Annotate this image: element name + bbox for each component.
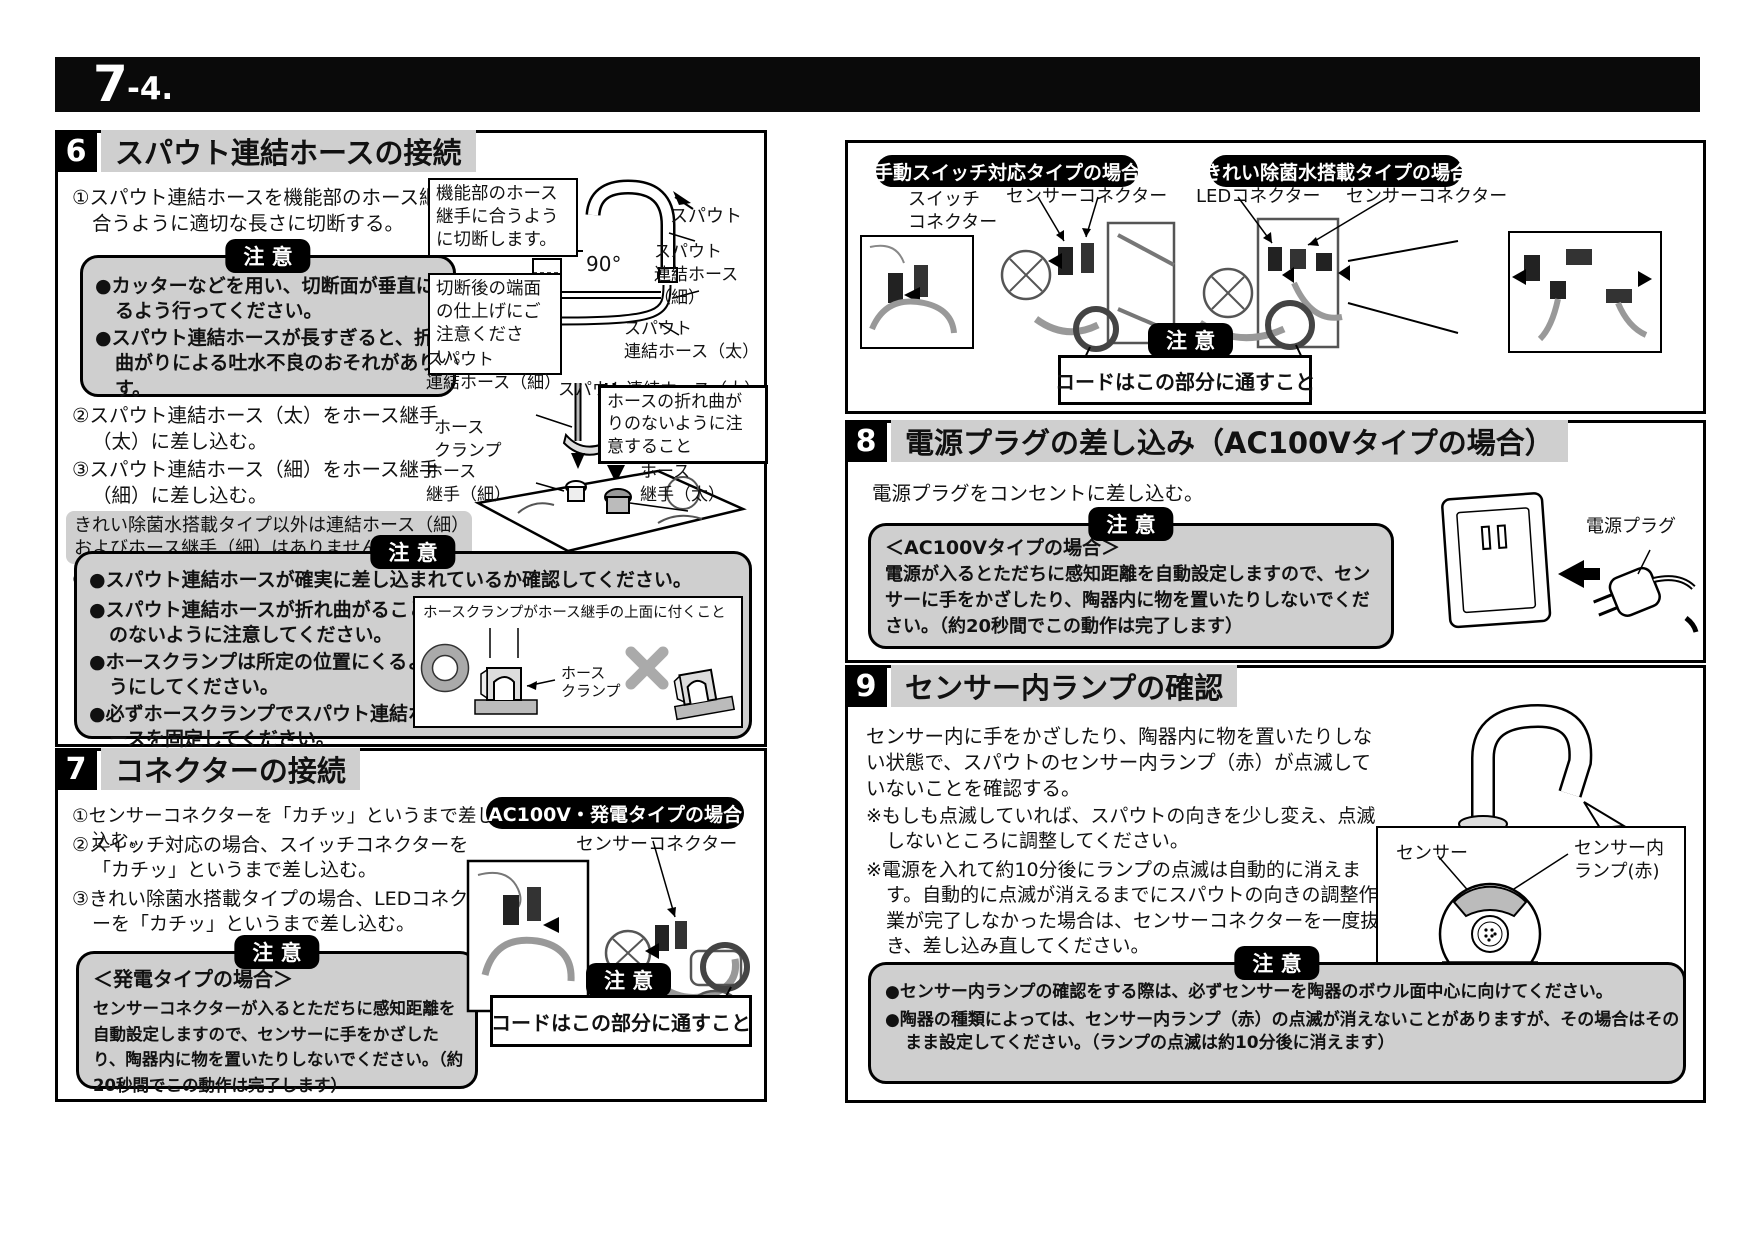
section-9-number: 9 (845, 665, 887, 707)
label-sensor-connector: センサーコネクター (576, 834, 738, 855)
cord-route-note: コードはこの部分に通すこと (490, 995, 752, 1047)
caution-item: ●ホースクランプは所定の位置にくるようにしてください。 (89, 651, 427, 699)
sec8-caution: 注 意 ＜AC100Vタイプの場合＞ 電源が入るとただちに感知距離を自動設定しま… (868, 507, 1394, 649)
clamp-inset-label: ホース クランプ (561, 664, 621, 700)
hose-kink-note: ホースの折れ曲がりのないように注意すること (598, 385, 768, 465)
sec6-step2: ②スパウト連結ホース（太）をホース継手（太）に差し込む。 (72, 404, 439, 454)
caution-pill: 注 意 (234, 935, 320, 969)
page-header-bar: 7 -4. (55, 55, 1700, 113)
sec7-step1: ①センサーコネクターを「カチッ」というまで差し込む。 (72, 806, 495, 852)
label-sensor: センサー (1396, 843, 1468, 864)
sec8-caution-head: ＜AC100Vタイプの場合＞ (885, 537, 1121, 559)
label-hose-thin-mid: スパウト 連結ホース（細） (426, 350, 562, 393)
clamp-position-inset: ホースクランプがホース継手の上面に付くこと (413, 596, 743, 728)
caution-item: ●センサー内ランプの確認をする際は、必ずセンサーを陶器のボウル面中心に向けてくだ… (885, 982, 1613, 1002)
connector-diagram-sec7 (466, 840, 750, 1022)
section-6-number: 6 (55, 130, 97, 172)
kirei-josui-type-pill: きれい除菌水搭載タイプの場合 (1203, 155, 1469, 187)
sec9-caution: 注 意 ●センサー内ランプの確認をする際は、必ずセンサーを陶器のボウル面中心に向… (868, 946, 1686, 1084)
sec6-caution-2: 注 意 ●スパウト連結ホースが確実に差し込まれているか確認してください。 ●スパ… (74, 535, 752, 750)
section-9-title: センサー内ランプの確認 (891, 665, 1238, 707)
callout-cut-to-fit: 機能部のホース継手に合うように切断します。 (428, 178, 578, 258)
clamp-ok-ng-diagram (420, 628, 736, 721)
label-led-connector: LEDコネクター (1196, 186, 1321, 207)
label-power-plug: 電源プラグ (1586, 516, 1676, 537)
label-fitting-thick: ホース 継手（太） (640, 462, 725, 505)
sec7-caution: 注 意 ＜発電タイプの場合＞ センサーコネクターが入るとただちに感知距離を自動設… (76, 935, 478, 1095)
section-8-number: 8 (845, 420, 887, 462)
caution-item: ●陶器の種類によっては、センサー内ランプ（赤）の点滅が消えないことがありますが、… (885, 1010, 1680, 1053)
sec9-body: センサー内に手をかざしたり、陶器内に物を置いたりしない状態で、スパウトのセンサー… (866, 725, 1373, 801)
caution-pill: 注 意 (225, 239, 311, 273)
caution-item: ●カッターなどを用い、切断面が垂直になるよう行ってください。 (95, 275, 454, 323)
caution-pill: 注 意 (1234, 946, 1320, 980)
sec7-step2: ②スイッチ対応の場合、スイッチコネクターを「カチッ」というまで差し込む。 (72, 834, 469, 882)
section-7-title: コネクターの接続 (101, 748, 360, 790)
sec6-step3: ③スパウト連結ホース（細）をホース継手（細）に差し込む。 (72, 458, 439, 508)
sec7-step3: ③きれい除菌水搭載タイプの場合、LEDコネクターを「カチッ」というまで差し込む。 (72, 888, 487, 936)
sec9-note2: ※電源を入れて約10分後にランプの点滅は自動的に消えます。自動的に点滅が消えるま… (866, 859, 1380, 958)
connector-types-box: 手動スイッチ対応タイプの場合 きれい除菌水搭載タイプの場合 スイッチ コネクター… (845, 140, 1706, 414)
sec9-note1: ※もしも点滅していれば、スパウトの向きを少し変え、点滅しないところに調整してくだ… (866, 805, 1376, 853)
section-9: 9 センサー内ランプの確認 センサー内に手をかざしたり、陶器内に物を置いたりしな… (845, 665, 1706, 1103)
caution-item: ●必ずホースクランプでスパウト連結ホースを固定してください。 (89, 703, 428, 751)
page-number-big: 7 (93, 55, 128, 113)
caution-pill: 注 意 (1088, 507, 1174, 541)
caution-item: ●スパウト連結ホースが折れ曲がることのないように注意してください。 (89, 599, 428, 647)
manual-switch-type-pill: 手動スイッチ対応タイプの場合 (874, 155, 1140, 187)
sec6-caution-1: 注 意 ●カッターなどを用い、切断面が垂直になるよう行ってください。 ●スパウト… (80, 239, 456, 400)
label-fitting-thin: ホース 継手（細） (426, 462, 511, 505)
caution-pill: 注 意 (370, 535, 456, 569)
label-switch-connector: スイッチ コネクター (908, 189, 998, 233)
cord-route-note: コードはこの部分に通すこと (1055, 355, 1315, 405)
section-7-number: 7 (55, 748, 97, 790)
caution-pill: 注 意 (1148, 323, 1234, 357)
sec7-caution-body: センサーコネクターが入るとただちに感知距離を自動設定しますので、センサーに手をか… (93, 999, 464, 1095)
label-sensor-lamp: センサー内 ランプ(赤) (1574, 838, 1664, 882)
clamp-inset-title: ホースクランプがホース継手の上面に付くこと (423, 605, 726, 621)
sec8-caution-body: 電源が入るとただちに感知距離を自動設定しますので、センサーに手をかざしたり、陶器… (885, 564, 1371, 638)
caution-item: ●スパウト連結ホースが確実に差し込まれているか確認してください。 (89, 569, 692, 591)
connector-pair-icon (869, 244, 957, 334)
connector-pair-icon (1512, 249, 1652, 342)
section-8: 8 電源プラグの差し込み（AC100Vタイプの場合） 電源プラグをコンセントに差… (845, 420, 1706, 663)
label-hose-thick-top: スパウト 連結ホース（太） (624, 319, 760, 362)
label-spout: スパウト (670, 206, 742, 227)
caution-pill: 注 意 (586, 963, 672, 997)
kirei-connector-inset (1508, 231, 1662, 353)
sec8-body: 電源プラグをコンセントに差し込む。 (872, 482, 1204, 505)
switch-connector-inset (860, 235, 974, 349)
sec6-step1: ①スパウト連結ホースを機能部のホース継手に合うように適切な長さに切断する。 (72, 186, 478, 236)
label-sensor-connector-left: センサーコネクター (1006, 186, 1168, 207)
section-7: 7 コネクターの接続 ①センサーコネクターを「カチッ」というまで差し込む。 ②ス… (55, 748, 767, 1102)
label-hose-clamp: ホース クランプ (434, 418, 502, 461)
label-sensor-connector-right: センサーコネクター (1346, 186, 1508, 207)
connector-diagram-switch-type (1000, 196, 1176, 382)
callout-cut-finish: 切断後の端面の仕上げにご注意ください。 (428, 273, 562, 376)
sec7-caution-head: ＜発電タイプの場合＞ (93, 967, 293, 991)
page-number-small: -4. (127, 71, 174, 107)
power-plug-diagram (1441, 492, 1699, 633)
section-6-title: スパウト連結ホースの接続 (101, 130, 476, 172)
section-6: 6 スパウト連結ホースの接続 ①スパウト連結ホースを機能部のホース継手に合うよう… (55, 130, 768, 750)
label-angle-90: 90° (586, 252, 622, 276)
caution-item: ●スパウト連結ホースが長すぎると、折れ曲がりによる吐水不良のおそれがあります。 (95, 327, 457, 400)
connector-diagram-kirei-type (1198, 196, 1459, 380)
ac100v-generator-pill: AC100V・発電タイプの場合 (486, 797, 744, 829)
label-hose-thin-top: スパウト 連結ホース （細） (654, 242, 739, 308)
section-8-title: 電源プラグの差し込み（AC100Vタイプの場合） (891, 420, 1568, 462)
